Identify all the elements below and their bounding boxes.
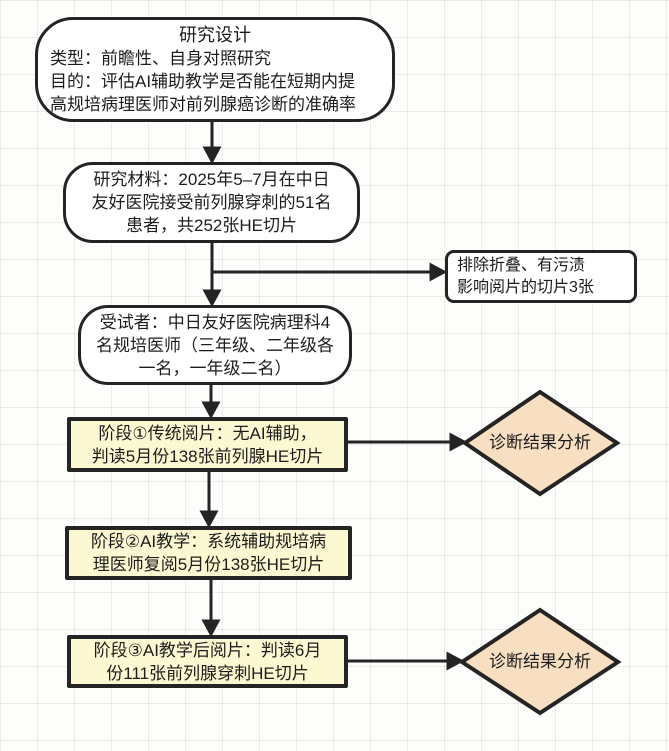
subjects-line-3: 一名，一年级二名）	[138, 358, 292, 378]
node-study-design: 研究设计 类型：前瞻性、自身对照研究 目的：评估AI辅助教学是否能在短期内提 高…	[35, 17, 395, 122]
analysis-diamond-1	[461, 389, 621, 497]
study-design-purpose-line-2: 高规培病理医师对前列腺癌诊断的准确率	[50, 94, 356, 114]
arrowhead-stage1-to-stage2	[199, 510, 219, 529]
arrowhead-design-to-materials	[202, 146, 222, 165]
node-subjects: 受试者：中日友好医院病理科4 名规培医师（三年级、二年级各 一名，一年级二名）	[78, 305, 352, 385]
subjects-line-1: 受试者：中日友好医院病理科4	[99, 312, 331, 332]
arrowhead-materials-to-subjects	[202, 289, 222, 308]
analysis-label-2: 诊断结果分析	[489, 652, 591, 671]
arrowhead-branch-to-exclusion	[429, 262, 448, 282]
stage2-line-1: 阶段②AI教学：系统辅助规培病	[90, 532, 327, 551]
stage1-line-2: 判读5月份138张前列腺HE切片	[91, 446, 324, 466]
study-design-purpose-line-1: 目的：评估AI辅助教学是否能在短期内提	[50, 71, 356, 91]
exclusion-line-1: 排除折叠、有污渍	[457, 256, 586, 274]
subjects-line-2: 名规培医师（三年级、二年级各	[96, 335, 334, 355]
stage2-line-2: 理医师复阅5月份138张HE切片	[92, 555, 325, 574]
node-stage2-ai-teaching: 阶段②AI教学：系统辅助规培病 理医师复阅5月份138张HE切片	[65, 526, 352, 580]
node-study-materials: 研究材料：2025年5–7月在中日 友好医院接受前列腺穿刺的51名 患者，共25…	[63, 162, 360, 243]
study-design-title: 研究设计	[179, 24, 251, 45]
analysis-diamond-2	[458, 607, 622, 716]
arrowhead-stage2-to-stage3	[201, 619, 221, 638]
stage3-line-1: 阶段③AI教学后阅片：判读6月	[93, 640, 322, 660]
arrowhead-stage3-to-analysis2	[446, 651, 465, 671]
arrowhead-subjects-to-stage1	[201, 401, 221, 420]
node-stage3-post-teaching-reading: 阶段③AI教学后阅片：判读6月 份111张前列腺穿刺HE切片	[67, 635, 348, 688]
node-stage1-traditional-reading: 阶段①传统阅片：无AI辅助， 判读5月份138张前列腺HE切片	[67, 417, 348, 472]
exclusion-line-2: 影响阅片的切片3张	[457, 278, 594, 296]
materials-line-3: 患者，共252张HE切片	[126, 216, 297, 235]
arrowhead-stage1-to-analysis1	[449, 432, 468, 452]
study-design-type-line: 类型：前瞻性、自身对照研究	[50, 48, 271, 68]
node-exclusion-note: 排除折叠、有污渍 影响阅片的切片3张	[445, 250, 637, 303]
analysis-label-1: 诊断结果分析	[489, 433, 591, 452]
materials-line-1: 研究材料：2025年5–7月在中日	[93, 170, 330, 189]
materials-line-2: 友好医院接受前列腺穿刺的51名	[91, 193, 332, 212]
stage3-line-2: 份111张前列腺穿刺HE切片	[106, 663, 309, 683]
stage1-line-1: 阶段①传统阅片：无AI辅助，	[98, 423, 317, 443]
